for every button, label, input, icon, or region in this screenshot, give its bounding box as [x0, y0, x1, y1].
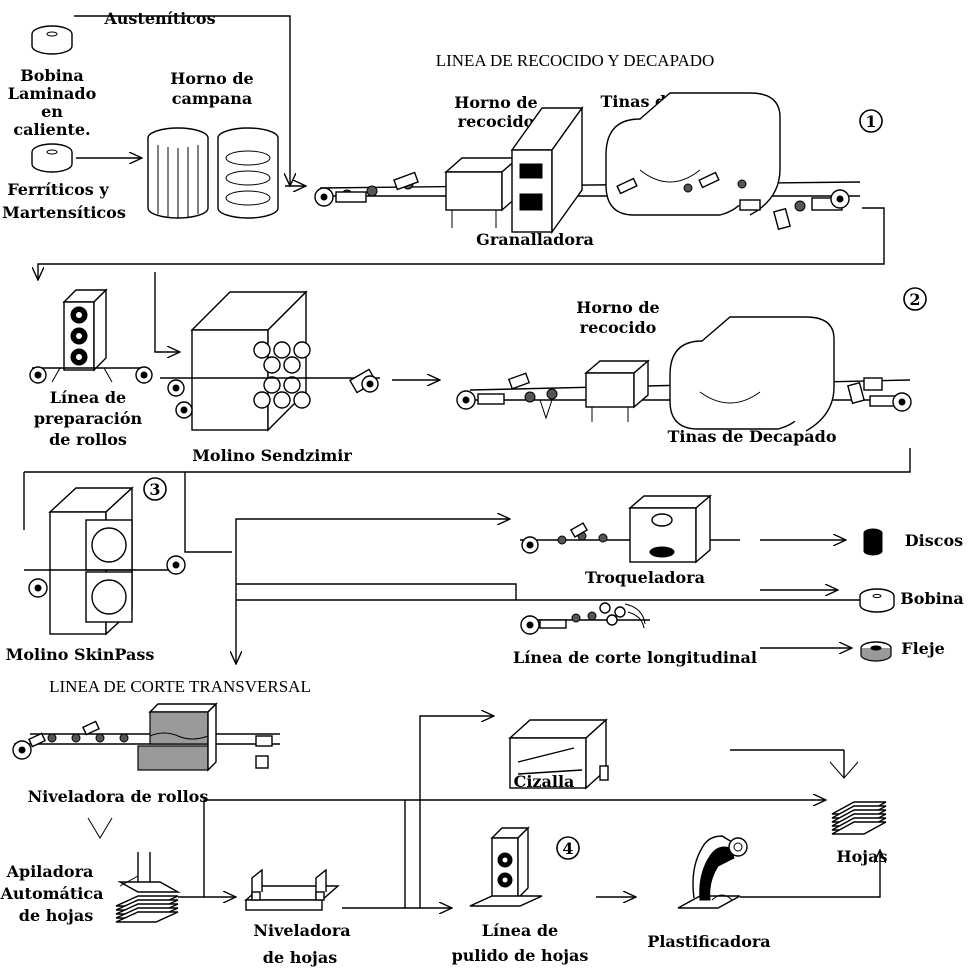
die-cutter-icon [520, 496, 740, 562]
slitting-line-icon [521, 603, 650, 634]
label-linea-corte-longitudinal: Línea de corte longitudinal [513, 648, 757, 667]
label-niveladora-rollos: Niveladora de rollos [28, 787, 209, 806]
label-horno-recocido-2: recocido [580, 318, 657, 337]
flow-arrow [405, 716, 494, 908]
roll-preparation-line-icon [30, 290, 152, 383]
annealing-pickling-line-1 [315, 93, 860, 232]
sheet-leveler-icon [246, 870, 338, 910]
label-molino-skinpass: Molino SkinPass [6, 645, 155, 664]
flow-arrow [236, 584, 516, 600]
sheet-stack-icon [832, 802, 886, 834]
label-bobina-laminado: Laminado [8, 84, 97, 103]
label-linea-pulido: pulido de hojas [452, 946, 589, 965]
label-linea-preparacion: Línea de [50, 388, 126, 407]
strip-coil-icon [861, 642, 891, 661]
label-horno-campana: campana [172, 89, 253, 108]
coil-icon [32, 26, 72, 54]
label-apiladora: Automática [0, 884, 103, 903]
flow-arrow [155, 272, 180, 352]
coil-icon [32, 144, 72, 172]
coil-output-icon [860, 589, 894, 612]
label-martensiticos: Martensíticos [2, 203, 126, 222]
label-bobina-laminado: caliente. [13, 120, 90, 139]
label-apiladora: de hojas [19, 906, 93, 925]
label-ferriticos: Ferríticos y [7, 180, 109, 199]
flow-arrow [342, 800, 405, 908]
step-number-3: 3 [144, 478, 166, 500]
label-bobina-laminado: en [41, 102, 63, 121]
flow-arrow [38, 208, 884, 280]
plastic-film-applicator-icon [678, 836, 747, 908]
skinpass-mill-icon [24, 488, 185, 634]
label-troqueladora: Troqueladora [585, 568, 705, 587]
step-number-2: 2 [904, 288, 926, 310]
output-bobina: Bobina [900, 589, 963, 608]
label-linea-preparacion: de rollos [49, 430, 127, 449]
polishing-line-icon [470, 828, 542, 906]
label-granalladora: Granalladora [476, 230, 594, 249]
title-linea-recocido: LINEA DE RECOCIDO Y DECAPADO [436, 51, 715, 70]
label-niveladora-hojas: de hojas [263, 948, 337, 967]
label-linea-pulido: Línea de [482, 921, 558, 940]
annealing-pickling-line-2 [457, 317, 911, 431]
sendzimir-mill-icon [160, 292, 380, 430]
output-fleje: Fleje [901, 639, 945, 658]
title-linea-corte-transversal: LINEA DE CORTE TRANSVERSAL [49, 677, 311, 696]
step-number-1: 1 [860, 110, 882, 132]
label-cizalla: Cizalla [514, 772, 575, 791]
bell-furnace-icon [148, 128, 278, 218]
svg-text:3: 3 [149, 480, 160, 499]
label-plastificadora: Plastificadora [647, 932, 770, 951]
stacker-icon [116, 852, 178, 922]
label-molino-sendzimir: Molino Sendzimir [192, 446, 352, 465]
label-bobina-laminado: Bobina [20, 66, 83, 85]
label-horno-campana: Horno de [170, 69, 253, 88]
label-horno-recocido-2: Horno de [576, 298, 659, 317]
output-hojas: Hojas [837, 847, 888, 866]
flow-arrow [88, 818, 112, 838]
label-apiladora: Apiladora [6, 862, 94, 881]
roll-leveler-icon [13, 704, 280, 770]
flow-arrow [236, 519, 510, 552]
label-horno-recocido: recocido [458, 112, 535, 131]
label-tinas-decapado-2: Tinas de Decapado [667, 427, 836, 446]
label-niveladora-hojas: Niveladora [253, 921, 350, 940]
svg-text:4: 4 [562, 839, 573, 858]
step-number-4: 4 [557, 837, 579, 859]
svg-text:2: 2 [909, 290, 920, 309]
label-austeniticos: Austeníticos [103, 9, 215, 28]
label-horno-recocido: Horno de [454, 93, 537, 112]
output-discos: Discos [905, 531, 963, 550]
label-linea-preparacion: preparación [34, 409, 143, 428]
svg-text:1: 1 [865, 112, 876, 131]
disc-stack-icon [864, 529, 882, 555]
